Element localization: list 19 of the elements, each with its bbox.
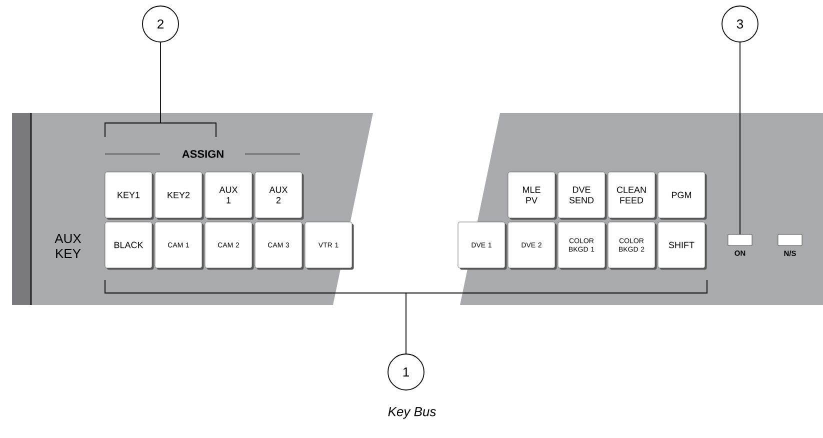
- key-button: CLEAN FEED: [608, 172, 657, 220]
- leader-line: [160, 42, 161, 124]
- key-button: AUX 2: [254, 172, 304, 220]
- caption: Key Bus: [388, 407, 436, 419]
- key-button: MLE PV: [508, 172, 557, 220]
- key-button: SHIFT: [658, 222, 707, 270]
- panel-label: AUX KEY: [54, 234, 82, 258]
- key-button: KEY2: [154, 172, 204, 220]
- key-button: BLACK: [104, 222, 154, 270]
- key-button: PGM: [658, 172, 707, 220]
- key-button: DVE SEND: [558, 172, 607, 220]
- key-button: AUX 1: [204, 172, 254, 220]
- callout-number: 3: [722, 6, 758, 42]
- callout-number: 1: [388, 354, 424, 390]
- section-label: ASSIGN: [182, 150, 224, 158]
- callout-number: 2: [142, 6, 179, 42]
- bracket: [104, 122, 216, 138]
- key-button: KEY1: [104, 172, 154, 220]
- bracket: [104, 280, 708, 294]
